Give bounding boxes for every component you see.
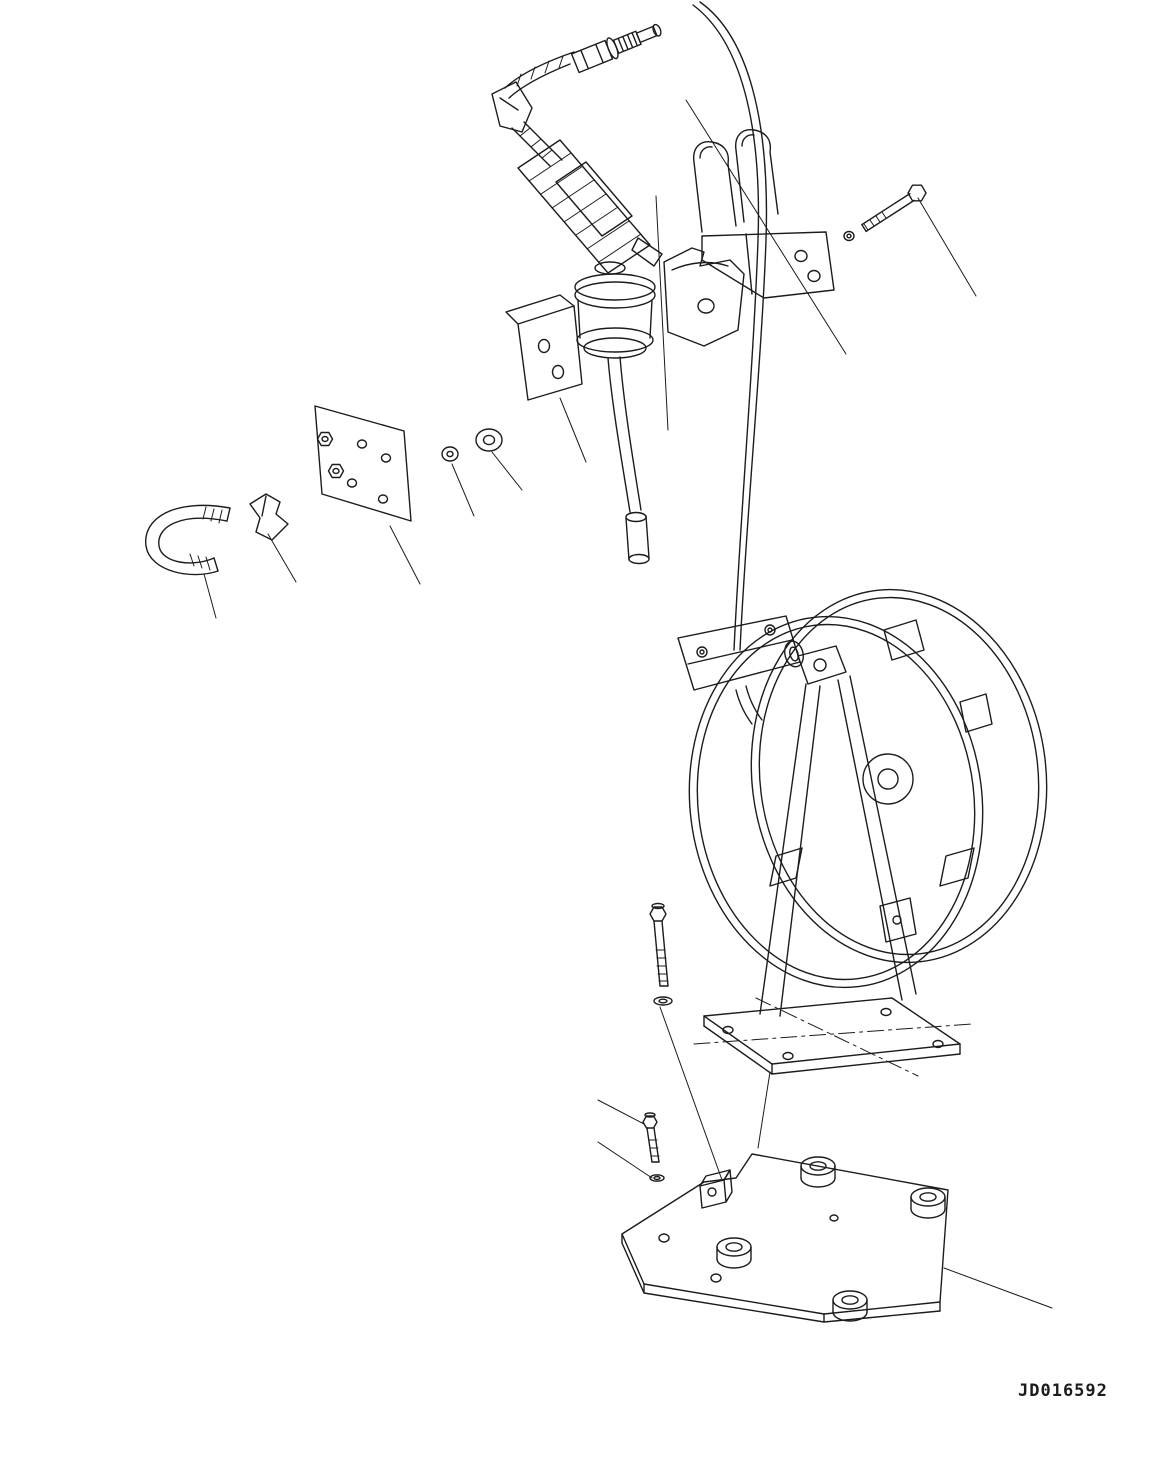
rubber-mount <box>832 1290 868 1322</box>
reel-swivel-bracket <box>677 615 804 725</box>
hose-reel <box>688 588 1048 989</box>
hex-bolt-reel <box>649 902 669 987</box>
disc-cutout <box>769 847 803 887</box>
u-bolt <box>145 504 231 576</box>
clamp-clip <box>249 493 289 541</box>
disc-cutout <box>939 847 975 887</box>
hex-nut <box>327 463 345 479</box>
nozzle-tube <box>607 356 650 565</box>
grease-gun <box>517 139 663 275</box>
leader-lines <box>203 99 1053 1309</box>
hex-nut <box>316 431 334 447</box>
flat-washer-reel <box>653 996 673 1006</box>
flexible-hose <box>491 51 575 167</box>
hose-elbow-fitting <box>491 81 533 133</box>
rubber-mount <box>800 1156 836 1188</box>
reel-disc-rear <box>750 588 1048 964</box>
reel-frame <box>693 645 973 1077</box>
rubber-grommet <box>574 273 656 359</box>
hex-bolt-base <box>642 1112 660 1163</box>
angle-bracket <box>505 294 583 401</box>
frame-base <box>703 997 961 1065</box>
drawing-number: JD016592 <box>1018 1381 1108 1401</box>
hex-bolt-upper <box>861 184 927 233</box>
spacer-block <box>699 1169 733 1209</box>
mounting-plate <box>314 405 412 522</box>
flat-washer-base <box>649 1174 665 1182</box>
mounting-base-plate <box>621 1153 949 1323</box>
saddle-clamp <box>663 247 745 347</box>
supply-hose-arc <box>692 1 768 651</box>
disc-cutout <box>959 693 993 733</box>
spring-washer-upper <box>843 230 855 242</box>
plain-washer-small <box>441 446 459 462</box>
clamp-bracket <box>693 129 835 299</box>
reel-disc-front <box>688 615 984 989</box>
rubber-mount <box>716 1237 752 1269</box>
plain-washer-large <box>475 428 503 452</box>
disc-cutout <box>883 619 925 661</box>
reel-hub <box>862 753 914 805</box>
hose-coupler <box>570 23 662 74</box>
gun-lever <box>631 237 663 267</box>
rubber-mount <box>910 1187 946 1219</box>
